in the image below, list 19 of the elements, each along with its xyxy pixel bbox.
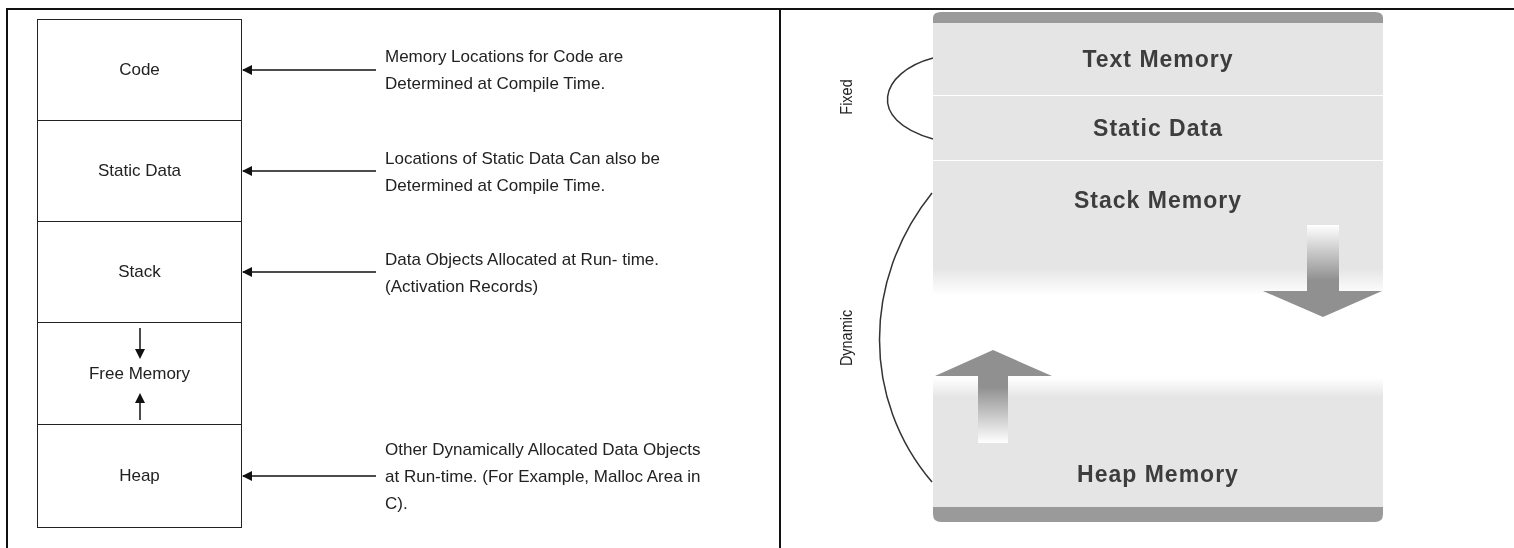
side-label: Dynamic — [836, 309, 858, 367]
memory-segment-box: Static Data — [37, 120, 242, 222]
memory-segment-box: Code — [37, 19, 242, 121]
memory-band: Text Memory — [933, 23, 1383, 95]
annotation-text: Locations of Static Data Can also be Determined at Compile Time. — [376, 145, 711, 199]
annotation-text: Data Objects Allocated at Run- time. (Activation Records) — [376, 246, 711, 300]
arrow — [242, 166, 377, 176]
annotation-text: Other Dynamically Allocated Data Objects at Run-time. (For Example, Malloc Area in C). — [376, 436, 711, 517]
memory-band: Heap Memory — [933, 378, 1383, 507]
arrow — [242, 267, 377, 277]
memory-band: Static Data — [933, 96, 1383, 160]
memory-segment-box: Heap — [37, 424, 242, 528]
memory-segment-box: Free Memory — [37, 322, 242, 425]
annotation-text: Memory Locations for Code are Determined at Compile Time. — [376, 43, 711, 97]
arrow — [242, 65, 377, 75]
side-label: Fixed — [836, 79, 858, 115]
memory-band: Stack Memory — [933, 161, 1383, 295]
memory-segment-box: Stack — [37, 221, 242, 323]
arrow — [242, 471, 377, 481]
